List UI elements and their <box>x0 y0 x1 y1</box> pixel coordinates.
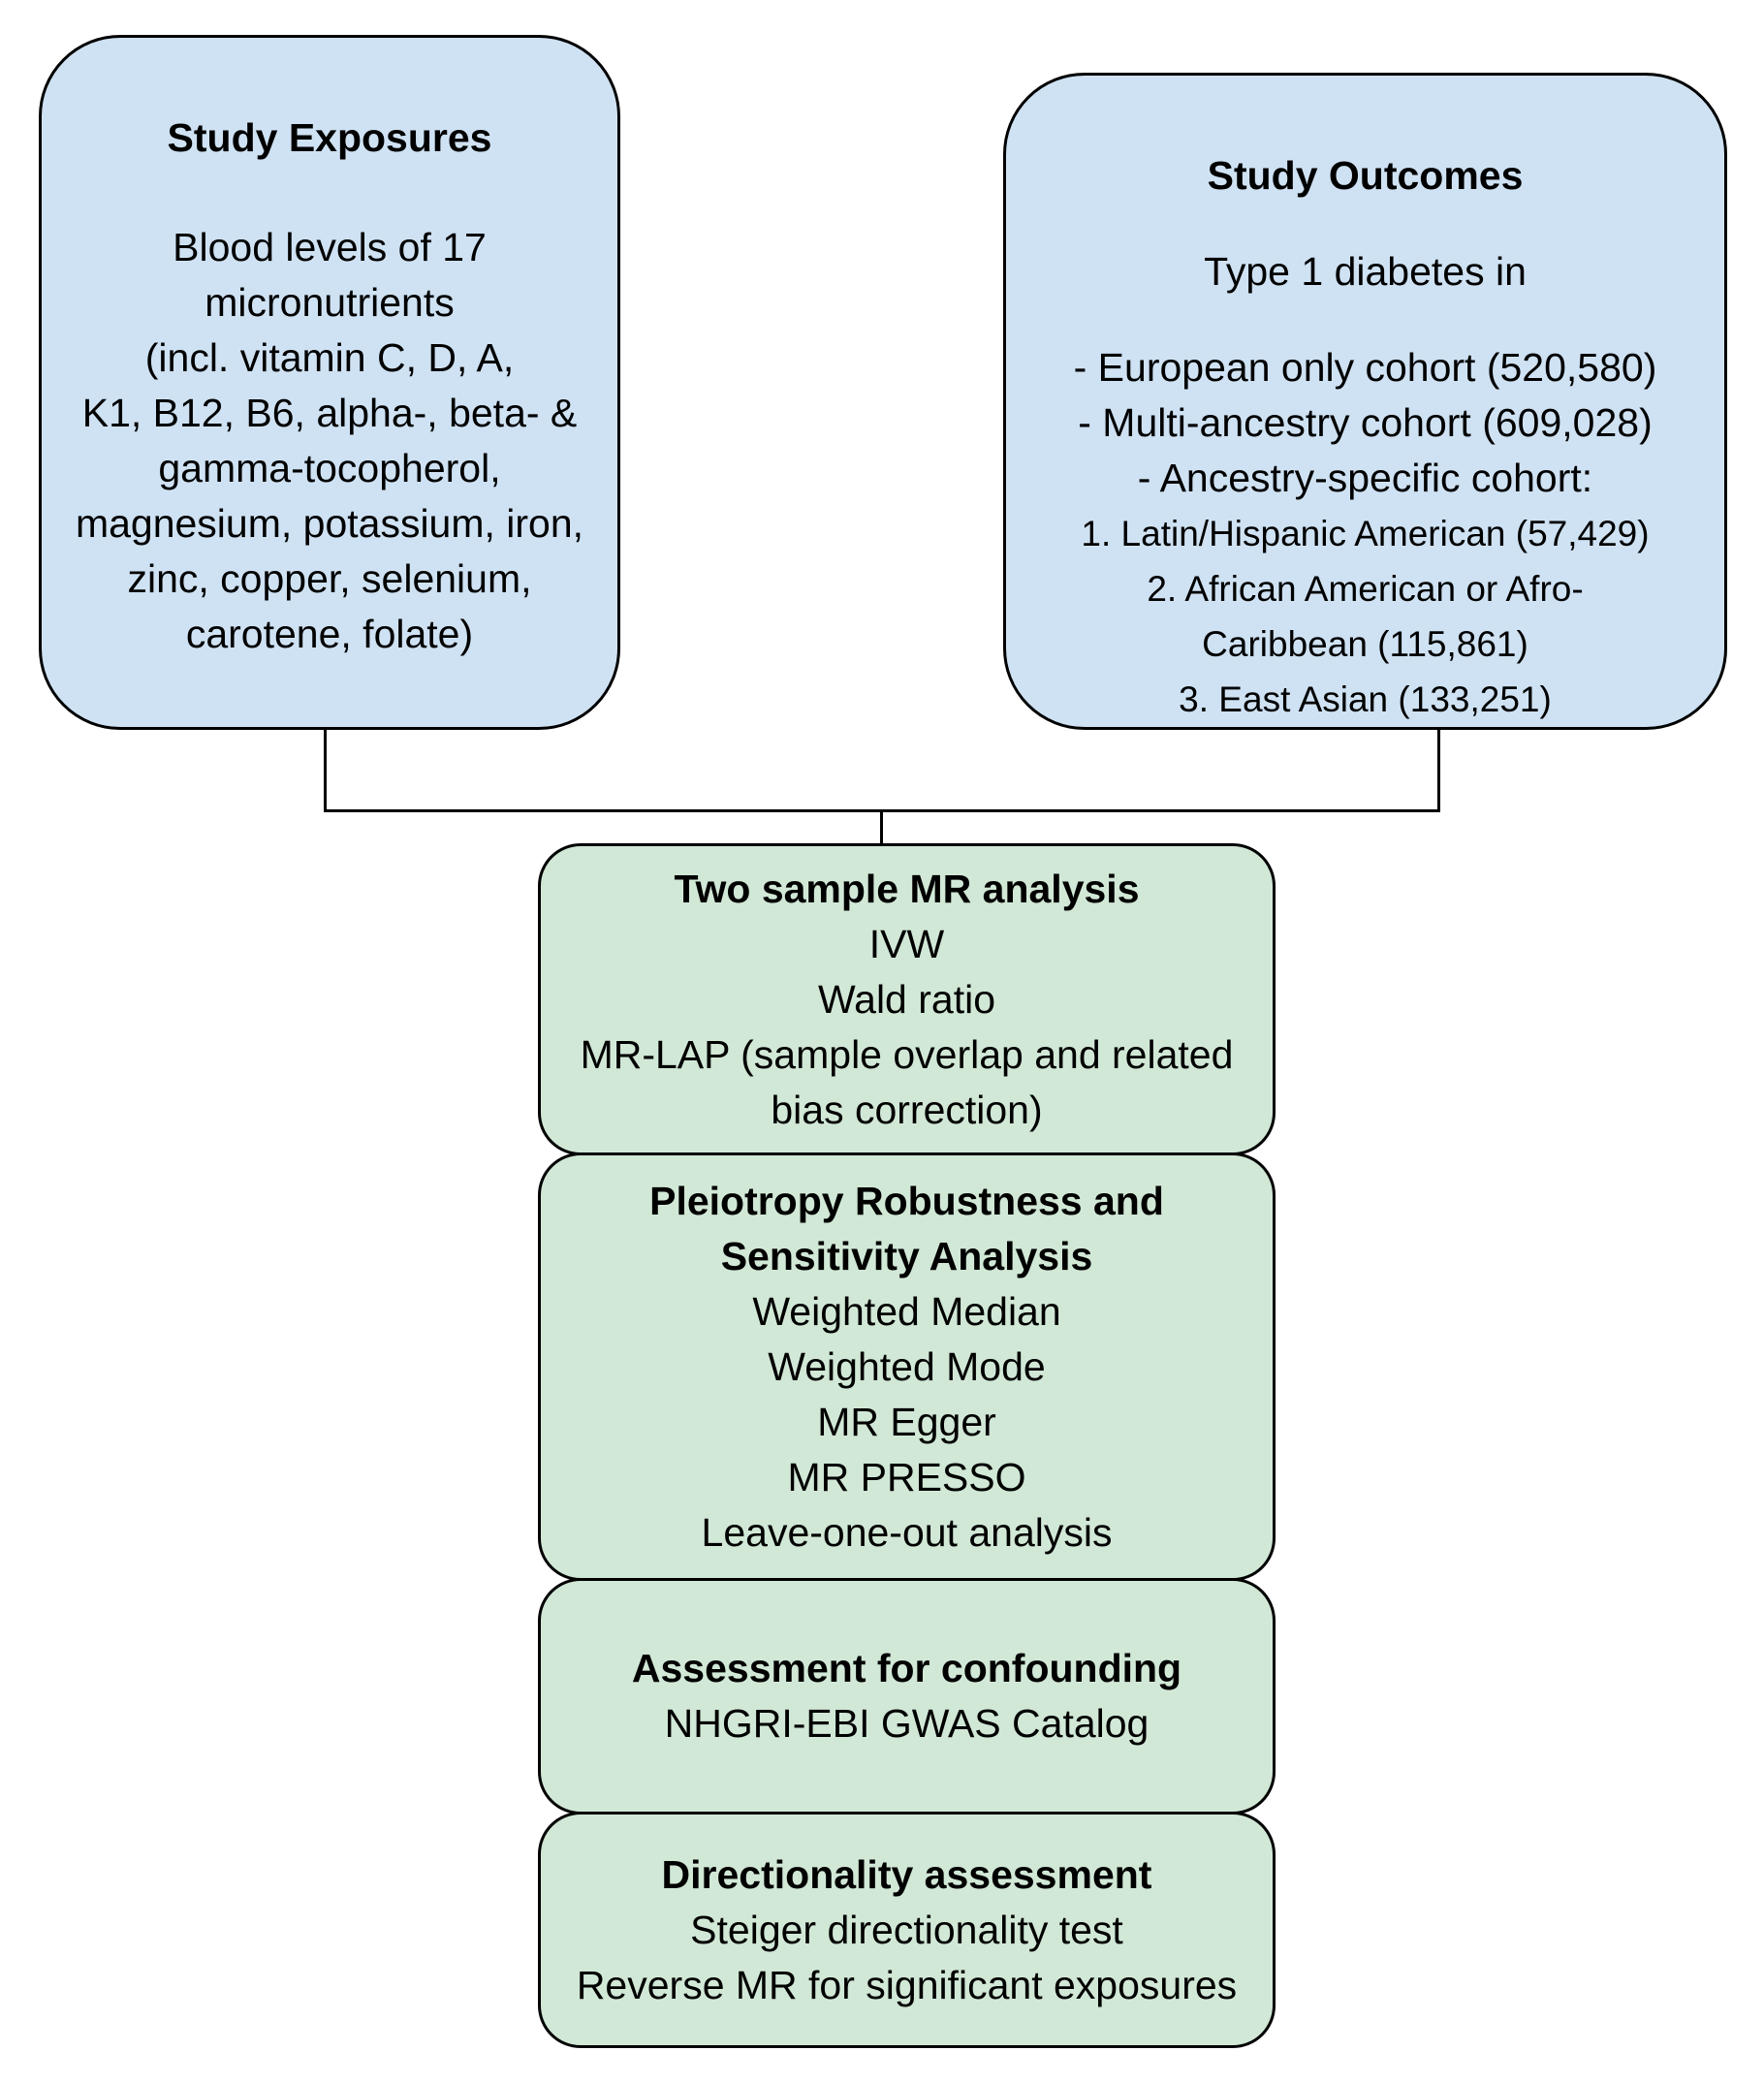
directionality-box: Directionality assessment Steiger direct… <box>538 1812 1276 2048</box>
exposure-line: gamma-tocopherol, <box>158 446 501 490</box>
study-exposures-title: Study Exposures <box>167 115 492 160</box>
mr-analysis-line: IVW <box>868 921 945 966</box>
outcome-line: 2. African American or Afro- <box>1147 569 1584 609</box>
exposure-line: (incl. vitamin C, D, A, <box>144 335 515 380</box>
pleiotropy-title: Pleiotropy Robustness and <box>649 1178 1164 1223</box>
pleiotropy-line: Leave-one-out analysis <box>701 1509 1113 1555</box>
directionality-line: Steiger directionality test <box>690 1907 1123 1952</box>
pleiotropy-title: Sensitivity Analysis <box>720 1233 1093 1278</box>
connector-right-vertical <box>1437 729 1440 812</box>
outcomes-subtitle: Type 1 diabetes in <box>1204 249 1527 294</box>
exposure-line: zinc, copper, selenium, <box>127 556 532 601</box>
connector-center-vertical <box>880 809 883 846</box>
pleiotropy-line: Weighted Mode <box>768 1343 1046 1389</box>
outcome-line: 1. Latin/Hispanic American (57,429) <box>1081 514 1650 553</box>
pleiotropy-line: MR PRESSO <box>787 1454 1026 1499</box>
directionality-title: Directionality assessment <box>661 1851 1152 1897</box>
exposure-line: magnesium, potassium, iron, <box>75 501 584 546</box>
study-exposures-box: Study Exposures Blood levels of 17 micro… <box>39 35 620 730</box>
outcome-line: - European only cohort (520,580) <box>1073 345 1657 390</box>
outcome-line: 3. East Asian (133,251) <box>1179 679 1552 719</box>
exposure-line: micronutrients <box>205 280 455 325</box>
pleiotropy-line: Weighted Median <box>752 1288 1061 1334</box>
confounding-line: NHGRI-EBI GWAS Catalog <box>664 1701 1150 1746</box>
mr-analysis-line: MR-LAP (sample overlap and related <box>580 1031 1234 1077</box>
exposure-line: Blood levels of 17 <box>173 225 487 269</box>
mr-analysis-line: bias correction) <box>771 1087 1043 1132</box>
outcome-line: Caribbean (115,861) <box>1202 624 1528 664</box>
exposure-line: carotene, folate) <box>185 612 474 656</box>
exposure-line: K1, B12, B6, alpha-, beta- & <box>81 391 578 435</box>
pleiotropy-box: Pleiotropy Robustness and Sensitivity An… <box>538 1152 1276 1581</box>
confounding-title: Assessment for confounding <box>631 1646 1182 1690</box>
pleiotropy-line: MR Egger <box>817 1399 996 1444</box>
directionality-line: Reverse MR for significant exposures <box>576 1962 1238 2007</box>
confounding-box: Assessment for confounding NHGRI-EBI GWA… <box>538 1578 1276 1815</box>
mr-analysis-title: Two sample MR analysis <box>674 866 1140 911</box>
outcome-line: - Multi-ancestry cohort (609,028) <box>1078 400 1653 445</box>
mr-analysis-box: Two sample MR analysis IVW Wald ratio MR… <box>538 843 1276 1155</box>
connector-left-vertical <box>324 729 327 812</box>
mr-analysis-line: Wald ratio <box>817 976 996 1022</box>
study-outcomes-box: Study Outcomes Type 1 diabetes in - Euro… <box>1003 73 1727 730</box>
study-outcomes-title: Study Outcomes <box>1207 153 1524 198</box>
outcome-line: - Ancestry-specific cohort: <box>1137 456 1593 500</box>
